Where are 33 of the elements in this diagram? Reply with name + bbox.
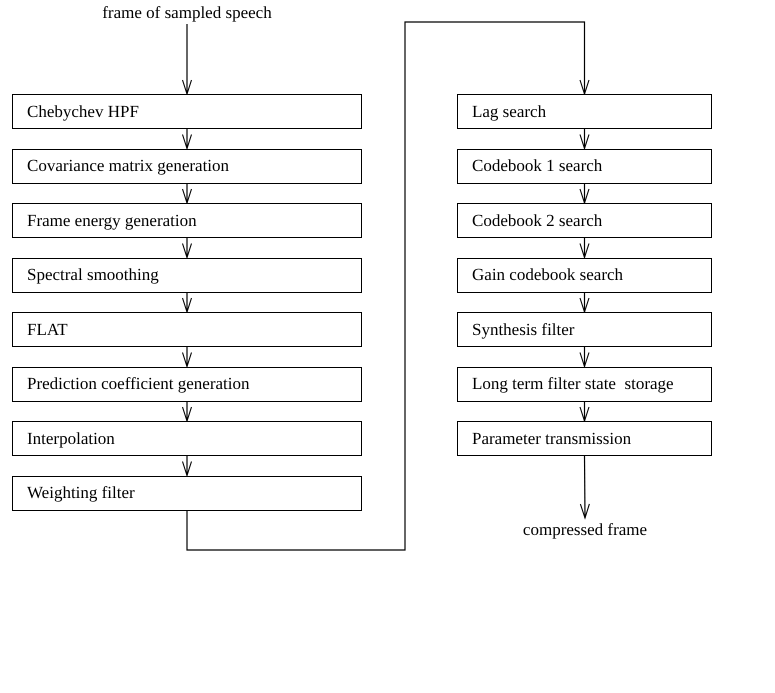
- process-box: Codebook 2 search: [457, 203, 712, 238]
- flow-label: compressed frame: [495, 518, 675, 542]
- arrow: [182, 347, 192, 368]
- arrow: [579, 402, 590, 422]
- arrow: [579, 347, 590, 368]
- arrow: [579, 238, 590, 258]
- process-box: Codebook 1 search: [457, 148, 712, 184]
- process-box: Covariance matrix generation: [12, 148, 362, 184]
- arrow: [182, 238, 192, 258]
- arrow: [182, 184, 192, 204]
- arrow: [182, 129, 192, 150]
- process-box: Weighting filter: [12, 476, 362, 510]
- flow-label: frame of sampled speech: [87, 2, 287, 24]
- process-box: Interpolation: [12, 421, 362, 456]
- arrow: [579, 184, 590, 204]
- process-box: Prediction coefficient generation: [12, 366, 362, 402]
- process-box: Spectral smoothing: [12, 258, 362, 292]
- arrow: [580, 456, 590, 519]
- arrow: [579, 292, 590, 313]
- process-box: Lag search: [457, 94, 712, 129]
- arrow: [182, 292, 192, 313]
- process-box: Synthesis filter: [457, 312, 712, 347]
- arrow: [182, 402, 192, 422]
- process-box: Gain codebook search: [457, 258, 712, 292]
- process-box: Chebychev HPF: [12, 94, 362, 129]
- arrow: [182, 24, 192, 95]
- process-box: Frame energy generation: [12, 203, 362, 238]
- process-box: FLAT: [12, 312, 362, 347]
- process-box: Long term filter state storage: [457, 366, 712, 402]
- process-box: Parameter transmission: [457, 421, 712, 456]
- arrow: [182, 456, 192, 476]
- arrow: [186, 21, 590, 551]
- arrow: [579, 129, 590, 150]
